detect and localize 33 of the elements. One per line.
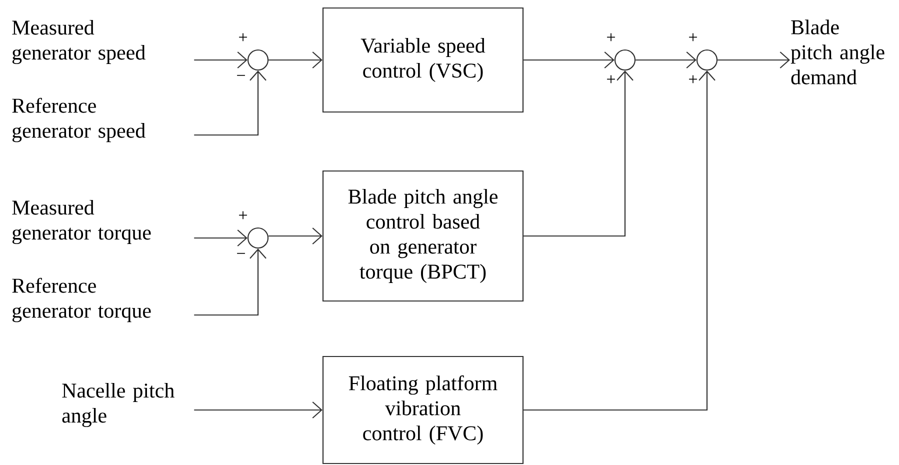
arrow	[524, 70, 634, 237]
edge-label: +	[237, 32, 249, 44]
edge-label: +	[687, 74, 699, 86]
control-block: Blade pitch angle control based on generator torque (BPCT)	[322, 170, 524, 302]
arrow	[194, 248, 266, 316]
signal-label: Blade pitch angle demand	[790, 20, 884, 84]
arrow	[194, 52, 248, 68]
signal-label: Reference generator speed	[12, 98, 146, 142]
arrow	[268, 52, 322, 68]
arrow	[524, 52, 614, 68]
arrow	[268, 228, 322, 244]
signal-label: Measured generator torque	[12, 200, 151, 244]
edge-label: +	[605, 32, 617, 44]
signal-label: Measured generator speed	[12, 20, 146, 64]
summing-junction	[247, 49, 269, 71]
summing-junction	[696, 49, 718, 71]
summing-junction	[247, 227, 269, 249]
arrow	[194, 402, 322, 418]
edge-label: −	[235, 252, 247, 260]
arrow	[194, 70, 266, 136]
arrow	[636, 52, 696, 68]
arrow	[718, 52, 790, 68]
edge-label: +	[237, 210, 249, 222]
arrow	[194, 230, 248, 246]
signal-label: Reference generator torque	[12, 278, 151, 322]
edge-label: +	[605, 74, 617, 86]
signal-label: Nacelle pitch angle	[62, 382, 174, 428]
summing-junction	[614, 49, 636, 71]
control-block: Variable speed control (VSC)	[322, 7, 524, 113]
arrow	[524, 70, 716, 411]
control-block: Floating platform vibration control (FVC)	[322, 356, 524, 464]
edge-label: +	[687, 32, 699, 44]
edge-label: −	[235, 74, 247, 82]
